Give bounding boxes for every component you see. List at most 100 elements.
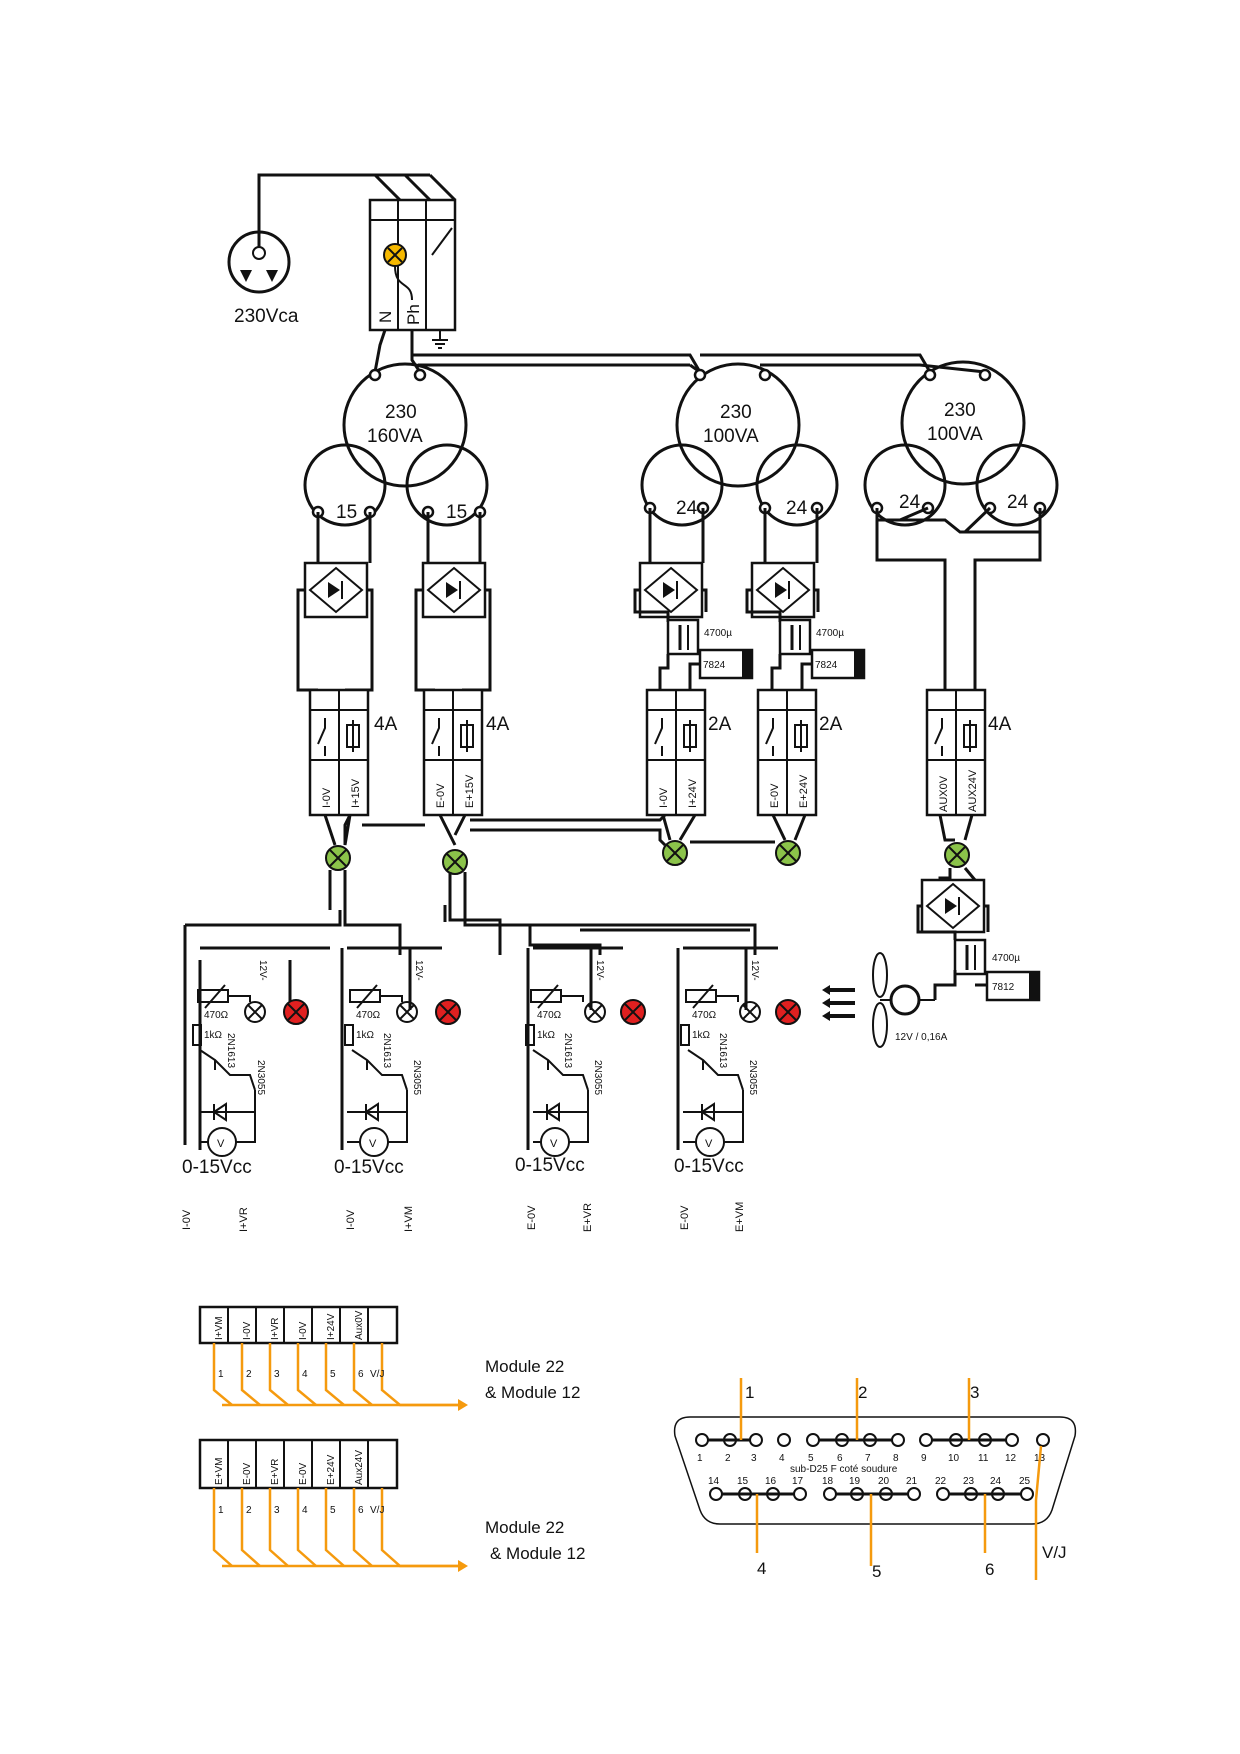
mains-label: 230Vca bbox=[234, 306, 299, 327]
svg-text:21: 21 bbox=[906, 1476, 918, 1487]
svg-text:2: 2 bbox=[725, 1453, 731, 1464]
svg-text:I+VM: I+VM bbox=[214, 1316, 225, 1340]
connector-title: sub-D25 F coté soudure bbox=[790, 1464, 898, 1475]
svg-text:1: 1 bbox=[218, 1369, 224, 1380]
svg-text:I+15V: I+15V bbox=[350, 778, 362, 808]
svg-text:10: 10 bbox=[948, 1453, 960, 1464]
svg-text:3: 3 bbox=[751, 1453, 757, 1464]
svg-text:I+24V: I+24V bbox=[687, 778, 699, 808]
dest-label-1b: & Module 12 bbox=[485, 1383, 580, 1402]
svg-text:3: 3 bbox=[274, 1505, 280, 1516]
svg-text:14: 14 bbox=[708, 1476, 720, 1487]
svg-text:I+VM: I+VM bbox=[403, 1206, 415, 1232]
svg-text:E-0V: E-0V bbox=[769, 783, 781, 808]
svg-text:V: V bbox=[705, 1138, 713, 1150]
sub-d25-connector: 1 2 3 4 5 6 7 8 9 10 11 12 13 sub-D25 F … bbox=[673, 1378, 1077, 1581]
svg-text:0-15Vcc: 0-15Vcc bbox=[182, 1157, 252, 1178]
svg-text:4700µ: 4700µ bbox=[992, 953, 1020, 964]
svg-text:V: V bbox=[550, 1138, 558, 1150]
svg-text:1: 1 bbox=[218, 1505, 224, 1516]
svg-text:2N3055: 2N3055 bbox=[747, 1060, 758, 1095]
transformer-3: 230 100VA 24 24 bbox=[863, 360, 1059, 527]
svg-text:4A: 4A bbox=[988, 714, 1012, 735]
svg-text:0-15Vcc: 0-15Vcc bbox=[334, 1157, 404, 1178]
svg-text:E+24V: E+24V bbox=[326, 1454, 337, 1485]
terminal-block-1: I+VM I-0V I+VR I-0V I+24V Aux0V 1 2 3 4 … bbox=[198, 1305, 580, 1411]
svg-text:11: 11 bbox=[978, 1453, 989, 1464]
lamp-icon bbox=[244, 1001, 266, 1023]
svg-text:4: 4 bbox=[302, 1505, 308, 1516]
svg-text:E+VM: E+VM bbox=[734, 1202, 746, 1232]
main-switch[interactable]: N Ph bbox=[368, 198, 457, 349]
breaker-2[interactable]: 4A E-0V E+15V bbox=[422, 688, 510, 817]
svg-text:V/J: V/J bbox=[1042, 1543, 1067, 1562]
svg-text:2N1613: 2N1613 bbox=[381, 1033, 392, 1068]
svg-text:22: 22 bbox=[935, 1476, 947, 1487]
svg-text:9: 9 bbox=[921, 1453, 927, 1464]
power-lamp-1 bbox=[325, 845, 351, 871]
svg-text:470Ω: 470Ω bbox=[356, 1010, 381, 1021]
svg-text:I+24V: I+24V bbox=[326, 1313, 337, 1340]
svg-text:E+15V: E+15V bbox=[464, 774, 476, 808]
svg-text:100VA: 100VA bbox=[703, 426, 759, 447]
svg-text:12V-: 12V- bbox=[594, 960, 605, 981]
power-lamp-4 bbox=[775, 840, 801, 866]
svg-text:4700µ: 4700µ bbox=[704, 628, 732, 639]
svg-text:470Ω: 470Ω bbox=[692, 1010, 717, 1021]
svg-text:4: 4 bbox=[757, 1559, 766, 1578]
rectifier-3: 4700µ 7824 bbox=[633, 508, 754, 690]
breaker-4[interactable]: 2A E-0V E+24V bbox=[756, 688, 843, 817]
dest-label-2a: Module 22 bbox=[485, 1518, 564, 1537]
svg-text:470Ω: 470Ω bbox=[537, 1010, 562, 1021]
svg-text:16: 16 bbox=[765, 1476, 777, 1487]
power-lamp-3 bbox=[662, 840, 688, 866]
svg-text:E-0V: E-0V bbox=[679, 1205, 691, 1230]
svg-text:0-15Vcc: 0-15Vcc bbox=[515, 1155, 585, 1176]
neutral-label: N bbox=[376, 311, 395, 323]
rectifier-1 bbox=[296, 512, 374, 692]
svg-text:E+VM: E+VM bbox=[214, 1457, 225, 1485]
svg-text:7824: 7824 bbox=[703, 660, 726, 671]
svg-text:E-0V: E-0V bbox=[526, 1205, 538, 1230]
supply-unit-2: 470Ω 1kΩ 12V- 2N1613 2N3055 V 0-15Vcc I-… bbox=[334, 946, 461, 1232]
svg-text:2N1613: 2N1613 bbox=[562, 1033, 573, 1068]
svg-text:24: 24 bbox=[786, 498, 808, 519]
svg-text:1kΩ: 1kΩ bbox=[204, 1030, 223, 1041]
svg-text:2: 2 bbox=[246, 1505, 252, 1516]
svg-text:5: 5 bbox=[872, 1562, 881, 1581]
svg-text:2N1613: 2N1613 bbox=[717, 1033, 728, 1068]
svg-text:I-0V: I-0V bbox=[298, 1321, 309, 1340]
svg-text:I-0V: I-0V bbox=[345, 1209, 357, 1230]
svg-text:5: 5 bbox=[808, 1453, 814, 1464]
svg-text:230: 230 bbox=[385, 402, 417, 423]
svg-text:E+VR: E+VR bbox=[582, 1203, 594, 1232]
svg-text:E+VR: E+VR bbox=[270, 1459, 281, 1485]
breaker-1[interactable]: 4A I-0V I+15V bbox=[308, 688, 398, 817]
transformer-2: 230 100VA 24 24 bbox=[640, 362, 839, 527]
svg-text:AUX24V: AUX24V bbox=[967, 769, 979, 812]
fan-supply: 4700µ 7812 12V / 0,16A bbox=[822, 867, 1041, 1048]
supply-unit-4: 470Ω 1kΩ 12V- 2N1613 2N3055 V 0-15Vcc E-… bbox=[674, 946, 801, 1232]
transformer-1: 230 160VA 15 15 bbox=[303, 362, 489, 527]
svg-text:I-0V: I-0V bbox=[321, 787, 333, 808]
breaker-5[interactable]: 4A AUX0V AUX24V bbox=[925, 688, 1012, 817]
mains-socket: 230Vca bbox=[227, 173, 430, 327]
svg-text:V/J: V/J bbox=[370, 1505, 384, 1516]
svg-text:1: 1 bbox=[745, 1383, 754, 1402]
svg-text:8: 8 bbox=[893, 1453, 899, 1464]
svg-text:7812: 7812 bbox=[992, 982, 1015, 993]
svg-text:18: 18 bbox=[822, 1476, 834, 1487]
svg-text:V/J: V/J bbox=[370, 1369, 384, 1380]
breaker-3[interactable]: 2A I-0V I+24V bbox=[645, 688, 732, 817]
svg-text:5: 5 bbox=[330, 1505, 336, 1516]
svg-text:12: 12 bbox=[1005, 1453, 1017, 1464]
svg-text:E-0V: E-0V bbox=[298, 1462, 309, 1485]
power-lamp-5 bbox=[944, 842, 970, 868]
svg-text:1kΩ: 1kΩ bbox=[537, 1030, 556, 1041]
svg-text:7824: 7824 bbox=[815, 660, 838, 671]
svg-text:I-0V: I-0V bbox=[181, 1209, 193, 1230]
svg-text:15: 15 bbox=[446, 502, 467, 523]
svg-text:100VA: 100VA bbox=[927, 424, 983, 445]
svg-text:3: 3 bbox=[970, 1383, 979, 1402]
